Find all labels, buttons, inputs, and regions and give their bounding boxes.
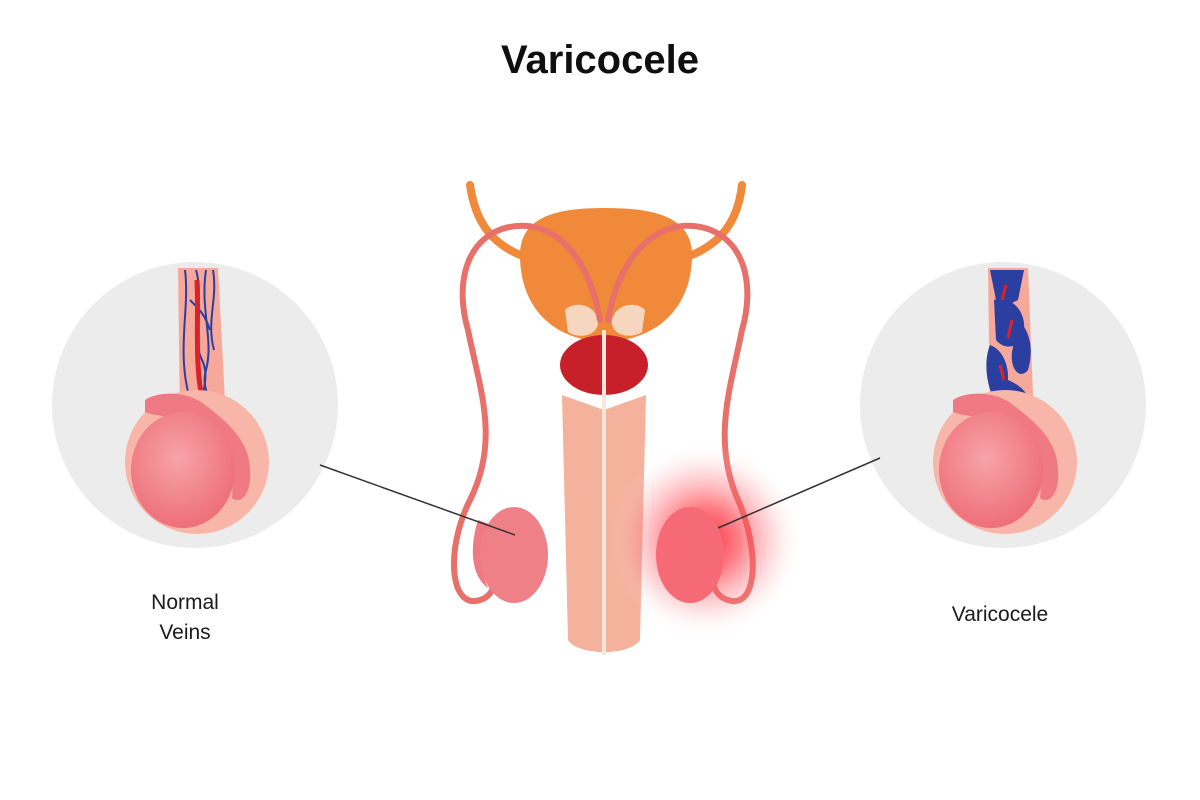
- testis-center-left: [480, 507, 548, 603]
- seminal-vesicle-left: [565, 304, 599, 336]
- seminal-vesicle-right: [611, 304, 645, 336]
- testis-right: [939, 412, 1043, 528]
- pointer-line-varicocele: [717, 457, 881, 529]
- label-normal-line1: Normal: [151, 591, 219, 614]
- label-normal-line2: Veins: [159, 621, 211, 644]
- diagram-title: Varicocele: [501, 38, 699, 82]
- vas-deferens-left: [451, 222, 603, 605]
- label-varicocele: Varicocele: [951, 603, 1049, 626]
- ureter-right: [680, 181, 746, 262]
- testis-left: [131, 412, 235, 528]
- spermatic-cord-left: [178, 268, 226, 420]
- testis-center-right: [656, 507, 724, 603]
- pointer-line-normal: [319, 464, 516, 536]
- varicocele-inset: [860, 262, 1146, 548]
- label-normal-veins: Normal Veins: [130, 588, 240, 648]
- ureter-left: [466, 181, 532, 262]
- reproductive-anatomy: [451, 181, 803, 655]
- normal-veins-inset: [52, 262, 338, 548]
